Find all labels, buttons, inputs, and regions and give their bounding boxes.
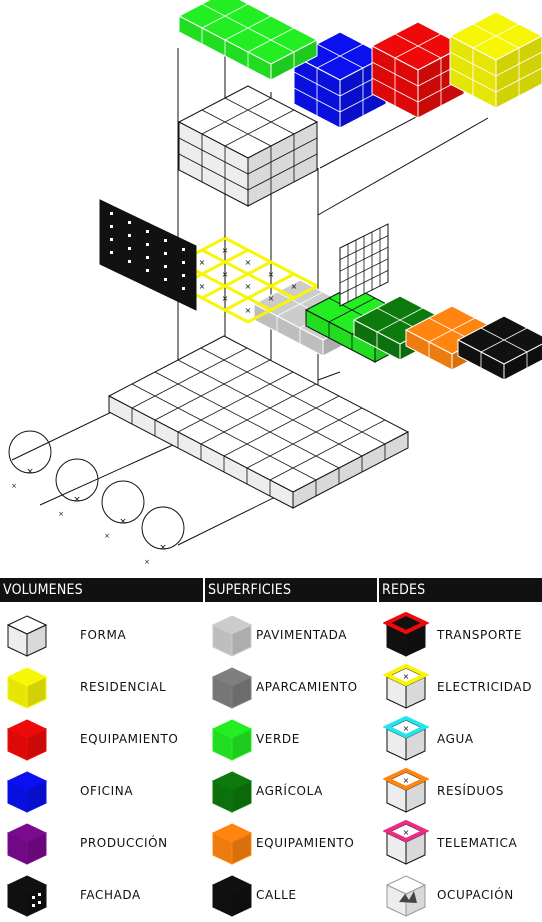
legend-item-label: RESÍDUOS [437, 784, 504, 798]
legend-item-cube-green: VERDE [209, 716, 407, 762]
cube-darkgray-icon [211, 667, 253, 709]
network-agua-icon: × [383, 716, 429, 761]
node-marker: × [268, 270, 275, 279]
cube-darkgreen-icon [211, 771, 253, 813]
legend-item-network-electricidad: × ELECTRICIDAD [383, 664, 542, 710]
svg-text:×: × [159, 543, 167, 553]
node-marker: × [245, 258, 252, 267]
legend-item-cube-black: CALLE [209, 872, 407, 918]
svg-text:×: × [58, 510, 64, 518]
legend-item-facade-cube: FACHADA [4, 872, 202, 918]
legend-item-label: EQUIPAMIENTO [80, 732, 179, 746]
legend-item-network-telematica: × TELEMATICA [383, 820, 542, 866]
node-marker: × [222, 294, 229, 303]
forma-cube [177, 85, 319, 207]
cube-green-icon [211, 719, 253, 761]
legend-item-label: FORMA [80, 628, 127, 642]
node-marker: × [199, 258, 206, 267]
legend-item-cube-orange: EQUIPAMIENTO [209, 820, 407, 866]
legend-item-label: AGRÍCOLA [256, 784, 323, 798]
svg-text:×: × [26, 467, 34, 477]
legend-item-network-agua: × AGUA [383, 716, 542, 762]
legend-item-label: ELECTRICIDAD [437, 680, 533, 694]
legend-item-label: RESIDENCIAL [80, 680, 167, 694]
exploded-axonometric-diagram: ×××××××××××××××××××× [8, 0, 542, 566]
node-marker: × [245, 282, 252, 291]
cube-yellow-icon [6, 667, 48, 709]
legend-header-superficies: SUPERFICIES [205, 578, 377, 602]
cube-red-icon [6, 719, 48, 761]
network-ocupacion-icon [385, 875, 427, 917]
svg-text:×: × [403, 724, 410, 733]
legend-item-label: OCUPACIÓN [437, 888, 514, 902]
green-top-slab [177, 0, 319, 81]
legend-item-label: EQUIPAMIENTO [256, 836, 355, 850]
legend-item-label: APARCAMIENTO [256, 680, 358, 694]
cube-blue-icon [6, 771, 48, 813]
svg-text:×: × [403, 828, 410, 837]
legend-item-cube-yellow: RESIDENCIAL [4, 664, 202, 710]
network-residuos-icon: × [383, 768, 429, 813]
svg-text:×: × [73, 495, 81, 505]
network-transporte-icon [383, 612, 429, 657]
node-marker: × [268, 294, 275, 303]
svg-text:×: × [11, 482, 17, 490]
network-telematica-icon: × [383, 820, 429, 865]
legend-item-label: TELEMATICA [437, 836, 518, 850]
legend: VOLUMENES SUPERFICIES REDES FORMA RESIDEN… [0, 578, 542, 922]
legend-item-label: VERDE [256, 732, 300, 746]
legend-item-network-transporte: TRANSPORTE [383, 612, 542, 658]
cube-purple-icon [6, 823, 48, 865]
node-marker: × [222, 246, 229, 255]
legend-item-label: PRODUCCIÓN [80, 836, 168, 850]
legend-item-cube-lightgray: PAVIMENTADA [209, 612, 407, 658]
svg-text:×: × [403, 672, 410, 681]
cube-black-icon [211, 875, 253, 917]
facade-cube-icon [6, 875, 48, 917]
network-electricidad-icon: × [383, 664, 429, 709]
legend-item-cube-outline: FORMA [4, 612, 202, 658]
legend-item-cube-blue: OFICINA [4, 768, 202, 814]
cube-outline-icon [6, 615, 48, 657]
svg-text:×: × [119, 517, 127, 527]
legend-header-volumenes: VOLUMENES [0, 578, 203, 602]
legend-item-label: PAVIMENTADA [256, 628, 348, 642]
legend-item-label: AGUA [437, 732, 474, 746]
cube-equipamiento [370, 21, 466, 119]
legend-item-cube-darkgray: APARCAMIENTO [209, 664, 407, 710]
node-marker: × [222, 270, 229, 279]
legend-header-redes: REDES [379, 578, 542, 602]
legend-item-cube-red: EQUIPAMIENTO [4, 716, 202, 762]
svg-text:×: × [144, 558, 150, 566]
cube-orange-icon [211, 823, 253, 865]
legend-item-network-residuos: × RESÍDUOS [383, 768, 542, 814]
facade-panel [99, 199, 197, 311]
base-slab-forma [107, 335, 410, 509]
node-marker: × [199, 282, 206, 291]
legend-item-cube-darkgreen: AGRÍCOLA [209, 768, 407, 814]
surface-calle [456, 315, 542, 381]
cube-lightgray-icon [211, 615, 253, 657]
svg-text:×: × [403, 776, 410, 785]
legend-item-label: CALLE [256, 888, 297, 902]
svg-text:×: × [104, 532, 110, 540]
legend-item-cube-purple: PRODUCCIÓN [4, 820, 202, 866]
facade-grid-panel [339, 223, 389, 307]
legend-item-label: FACHADA [80, 888, 141, 902]
node-marker: × [291, 282, 298, 291]
legend-item-network-ocupacion: OCUPACIÓN [383, 872, 542, 918]
legend-item-label: TRANSPORTE [437, 628, 523, 642]
occupation-circles: × × × × × × × × [8, 430, 185, 566]
legend-item-label: OFICINA [80, 784, 134, 798]
node-marker: × [245, 306, 252, 315]
cube-residencial [448, 11, 542, 109]
